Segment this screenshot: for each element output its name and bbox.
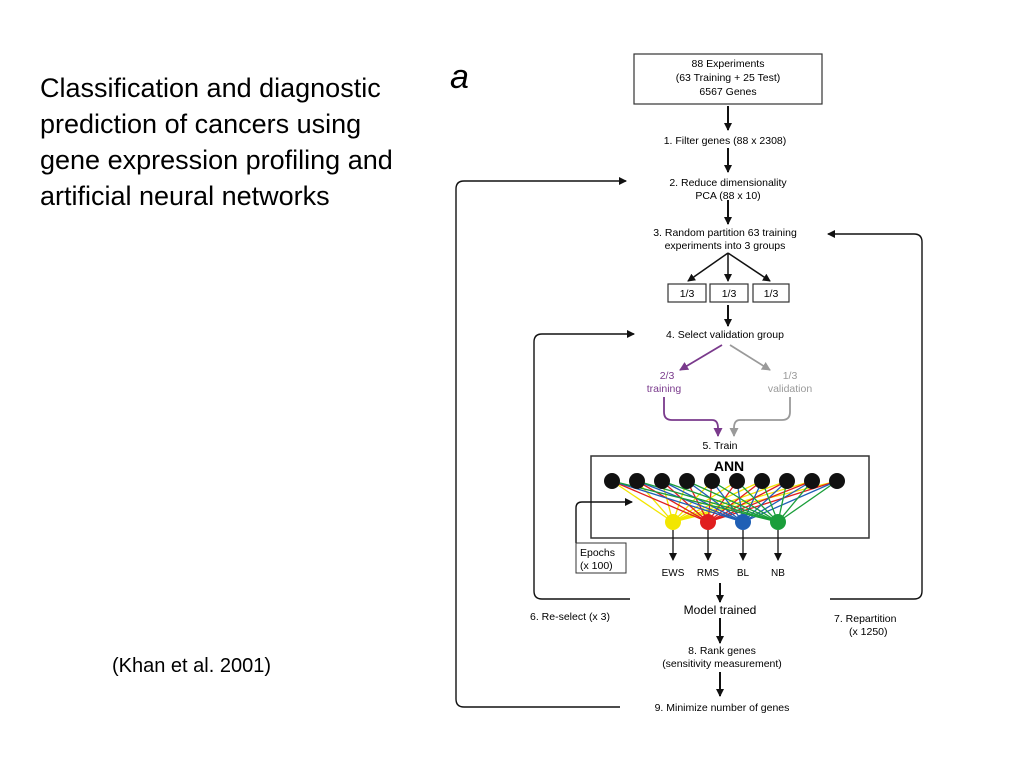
ann-input-node [754, 473, 770, 489]
repartition-loop-arrow [827, 230, 923, 600]
training-label: training [647, 383, 682, 395]
output-label-ews: EWS [662, 568, 685, 579]
ann-input-node [804, 473, 820, 489]
step2-label-1: 2. Reduce dimensionality [669, 177, 787, 189]
ann-label: ANN [714, 458, 744, 474]
minimize-loop-arrow [455, 177, 627, 708]
ann-connection [711, 480, 779, 523]
training-fraction: 2/3 [660, 370, 675, 382]
ann-input-node [629, 473, 645, 489]
step2-label-2: PCA (88 x 10) [695, 190, 760, 202]
ann-box [590, 455, 870, 539]
ann-connection [736, 480, 779, 523]
ann-connection [661, 480, 709, 523]
model-trained-label: Model trained [684, 603, 757, 617]
ann-connection [686, 480, 744, 523]
step7-label-2: (x 1250) [849, 626, 888, 638]
ann-connection [661, 480, 779, 523]
experiments-line-2: (63 Training + 25 Test) [676, 72, 781, 84]
ann-input-node [654, 473, 670, 489]
reselect-loop-arrow [533, 330, 635, 600]
epochs-loop-arrow [575, 498, 633, 543]
ann-connection [611, 480, 674, 523]
output-label-nb: NB [771, 568, 785, 579]
experiments-line-3: 6567 Genes [699, 86, 756, 98]
ann-connection [777, 480, 813, 523]
ann-network [604, 473, 845, 530]
ann-output-node [735, 514, 751, 530]
validation-split-arrow [729, 344, 771, 371]
validation-to-train-arrow [729, 397, 791, 437]
ann-connection [636, 480, 744, 523]
ann-output-node [665, 514, 681, 530]
training-to-train-arrow [663, 397, 723, 437]
epochs-box [575, 542, 627, 574]
citation: (Khan et al. 2001) [112, 655, 271, 677]
step4-label: 4. Select validation group [666, 329, 784, 341]
third-box-2: 1/3 [722, 288, 737, 300]
step6-label: 6. Re-select (x 3) [530, 611, 610, 623]
step8-label-1: 8. Rank genes [688, 645, 756, 657]
slide-title: Classification and diagnostic prediction… [40, 73, 393, 211]
ann-output-node [770, 514, 786, 530]
ann-input-node [729, 473, 745, 489]
ann-connection [707, 480, 738, 523]
step8-label-2: (sensitivity measurement) [662, 658, 782, 670]
step1-label: 1. Filter genes (88 x 2308) [664, 135, 787, 147]
ann-connection [611, 480, 709, 523]
ann-connection [707, 480, 763, 523]
ann-input-node [679, 473, 695, 489]
ann-connection [636, 480, 709, 523]
step5-label: 5. Train [702, 440, 737, 452]
training-split-arrow [679, 344, 723, 371]
ann-input-node [829, 473, 845, 489]
step9-label: 9. Minimize number of genes [655, 702, 790, 714]
validation-label: validation [768, 383, 813, 395]
third-box-1: 1/3 [680, 288, 695, 300]
experiments-box: 88 Experiments (63 Training + 25 Test) 6… [633, 53, 823, 105]
ann-input-node [604, 473, 620, 489]
thirds-boxes: 1/3 1/3 1/3 [667, 283, 790, 303]
step3-label-1: 3. Random partition 63 training [653, 227, 797, 239]
third-box-3: 1/3 [764, 288, 779, 300]
output-label-bl: BL [737, 568, 750, 579]
step3-label-2: experiments into 3 groups [665, 240, 786, 252]
ann-connection [672, 480, 763, 523]
ann-input-node [704, 473, 720, 489]
ann-connection [661, 480, 744, 523]
step7-label-1: 7. Repartition [834, 613, 897, 625]
ann-connection [777, 480, 838, 523]
validation-fraction: 1/3 [783, 370, 798, 382]
ann-input-node [779, 473, 795, 489]
split-arrow-right [727, 252, 771, 282]
ann-output-node [700, 514, 716, 530]
ann-connection [672, 480, 738, 523]
output-label-rms: RMS [697, 568, 720, 579]
ann-connection [636, 480, 674, 523]
epochs-label: Epochs [580, 547, 615, 559]
epochs-count: (x 100) [580, 560, 613, 572]
ann-connection [711, 480, 744, 523]
panel-label: a [450, 58, 469, 96]
split-arrow-left [687, 252, 729, 282]
ann-connection [686, 480, 779, 523]
experiments-line-1: 88 Experiments [692, 58, 765, 70]
